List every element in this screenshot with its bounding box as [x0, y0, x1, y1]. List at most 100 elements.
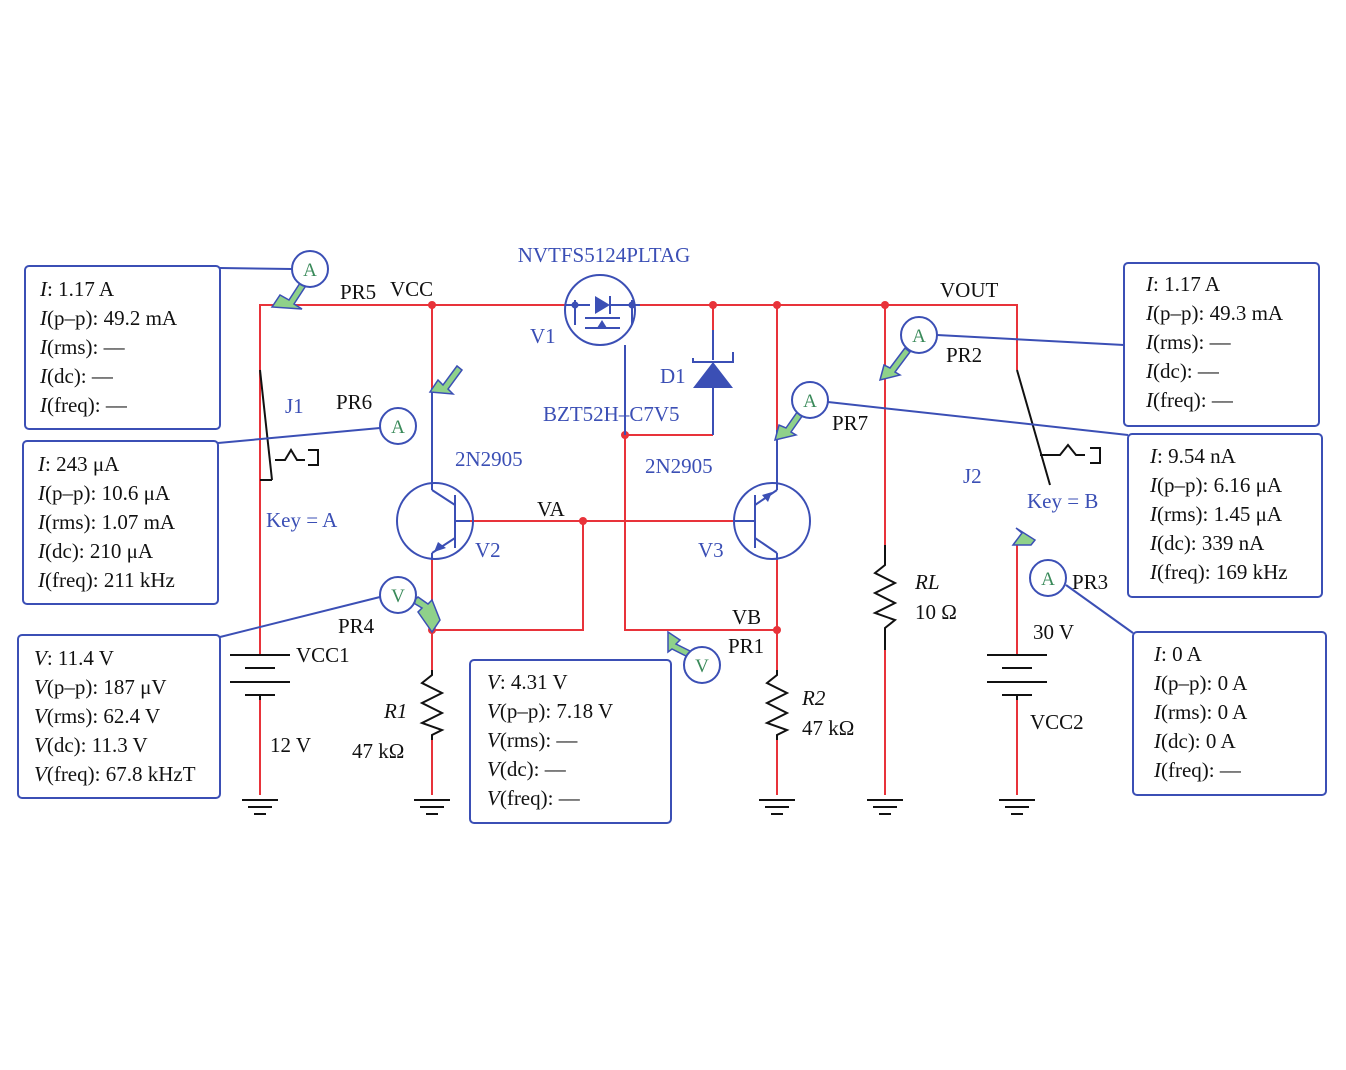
readout-line: I: 1.17 A: [39, 277, 115, 301]
label-vcc2: VCC2: [1030, 710, 1084, 734]
readout-line: I(p–p): 0 A: [1153, 671, 1248, 695]
readout-line: I(dc): ––: [1145, 359, 1219, 383]
readout-line: I(freq): ––: [1145, 388, 1233, 412]
voltmeter-pr1[interactable]: V: [683, 646, 721, 684]
label-key-a: Key = A: [266, 508, 338, 532]
label-rl: RL: [914, 570, 940, 594]
readout-line: I(dc): ––: [39, 364, 113, 388]
readout-line: V(freq): 67.8 kHzT: [34, 762, 196, 786]
readout-line: V(rms): ––: [487, 728, 578, 752]
label-d1: D1: [660, 364, 686, 388]
readout-box-pr2: I: 1.17 A I(p–p): 49.3 mA I(rms): –– I(dc):…: [1123, 262, 1320, 427]
svg-text:A: A: [803, 391, 817, 412]
readout-line: V: 4.31 V: [487, 670, 568, 694]
readout-line: V(dc): 11.3 V: [34, 733, 148, 757]
svg-text:V: V: [391, 586, 405, 607]
readout-line: I(rms): 1.45 μA: [1149, 502, 1283, 526]
label-pr7: PR7: [832, 411, 868, 435]
label-v1: V1: [530, 324, 556, 348]
ground-icon: [758, 799, 796, 815]
label-j2: J2: [963, 464, 982, 488]
leader-lines: [217, 267, 1134, 638]
ammeter-pr3[interactable]: A: [1029, 559, 1067, 597]
label-diode-part: BZT52H–C7V5: [543, 402, 680, 426]
ground-icon: [866, 799, 904, 815]
readout-line: I(dc): 0 A: [1153, 729, 1236, 753]
component-labels: NVTFS5124PLTAG V1 D1 BZT52H–C7V5 2N2905 …: [266, 243, 1108, 763]
readout-line: I(freq): ––: [1153, 758, 1241, 782]
label-pr4: PR4: [338, 614, 375, 638]
readout-line: V: 11.4 V: [34, 646, 114, 670]
label-vcc1-value: 12 V: [270, 733, 311, 757]
svg-text:A: A: [912, 326, 926, 347]
voltmeter-pr4[interactable]: V: [379, 576, 417, 614]
transistor-v2: [396, 388, 474, 560]
label-pr1: PR1: [728, 634, 764, 658]
label-mosfet-part: NVTFS5124PLTAG: [518, 243, 691, 267]
battery-vcc1: [230, 654, 290, 700]
readout-line: I: 0 A: [1153, 642, 1203, 666]
ammeter-pr5[interactable]: A: [291, 250, 329, 288]
red-wires: [259, 304, 1018, 795]
zener-diode-d1: [692, 330, 734, 435]
readout-line: I: 243 μA: [37, 452, 120, 476]
readout-line: I(freq): ––: [39, 393, 127, 417]
ground-icon: [413, 799, 451, 815]
battery-vcc2: [987, 654, 1047, 700]
label-r1: R1: [383, 699, 407, 723]
readout-line: I(freq): 211 kHz: [37, 568, 175, 592]
label-j1: J1: [285, 394, 304, 418]
readout-line: I(p–p): 10.6 μA: [37, 481, 171, 505]
label-v2-part: 2N2905: [455, 447, 523, 471]
readout-line: I(freq): 169 kHz: [1149, 560, 1288, 584]
switch-j1[interactable]: [259, 369, 319, 481]
readout-box-pr6: I: 243 μAI(p–p): 10.6 μAI(rms): 1.07 mAI…: [22, 440, 219, 605]
readout-line: V(rms): 62.4 V: [34, 704, 160, 728]
label-v3-part: 2N2905: [645, 454, 713, 478]
readout-line: V(dc): ––: [487, 757, 566, 781]
label-v2: V2: [475, 538, 501, 562]
readout-line: I(rms): 0 A: [1153, 700, 1248, 724]
resistor-r2: [764, 670, 790, 740]
readout-box-pr1: V: 4.31 VV(p–p): 7.18 VV(rms): ––V(dc): …: [469, 659, 672, 824]
label-pr2: PR2: [946, 343, 982, 367]
transistor-v3: [733, 430, 811, 560]
ammeter-pr7[interactable]: A: [791, 381, 829, 419]
readout-line: I(p–p): 6.16 μA: [1149, 473, 1283, 497]
svg-text:A: A: [1041, 569, 1055, 590]
label-rl-value: 10 Ω: [915, 600, 957, 624]
label-key-b: Key = B: [1027, 489, 1098, 513]
readout-line: I(p–p): 49.3 mA: [1145, 301, 1284, 325]
label-vcc2-value: 30 V: [1033, 620, 1074, 644]
ground-icon: [998, 799, 1036, 815]
resistor-rl: [872, 545, 898, 650]
svg-text:A: A: [303, 260, 317, 281]
readout-line: I(rms): ––: [1145, 330, 1231, 354]
label-va: VA: [537, 497, 565, 521]
readout-box-pr5: I: 1.17 A I(p–p): 49.2 mA I(rms): –– I(dc):…: [24, 265, 221, 430]
label-pr5: PR5: [340, 280, 376, 304]
label-r2: R2: [801, 686, 826, 710]
label-r2-value: 47 kΩ: [802, 716, 854, 740]
readout-line: V(p–p): 187 μV: [34, 675, 167, 699]
svg-text:A: A: [391, 417, 405, 438]
label-vb: VB: [732, 605, 761, 629]
label-r1-value: 47 kΩ: [352, 739, 404, 763]
readout-line: I(rms): ––: [39, 335, 125, 359]
mosfet-v1: [564, 274, 640, 435]
readout-line: I(dc): 210 μA: [37, 539, 154, 563]
label-pr6: PR6: [336, 390, 372, 414]
ammeter-pr6[interactable]: A: [379, 407, 417, 445]
label-v3: V3: [698, 538, 724, 562]
readout-line: I(dc): 339 nA: [1149, 531, 1265, 555]
readout-box-pr7: I: 9.54 nAI(p–p): 6.16 μAI(rms): 1.45 μA…: [1127, 433, 1323, 598]
label-vout: VOUT: [940, 278, 998, 302]
label-vcc: VCC: [390, 277, 433, 301]
switch-j2[interactable]: [1016, 369, 1101, 486]
label-pr3: PR3: [1072, 570, 1108, 594]
readout-line: I: 1.17 A: [1145, 272, 1221, 296]
ammeter-pr2[interactable]: A: [900, 316, 938, 354]
readout-line: I(p–p): 49.2 mA: [39, 306, 178, 330]
resistor-r1: [419, 670, 445, 740]
